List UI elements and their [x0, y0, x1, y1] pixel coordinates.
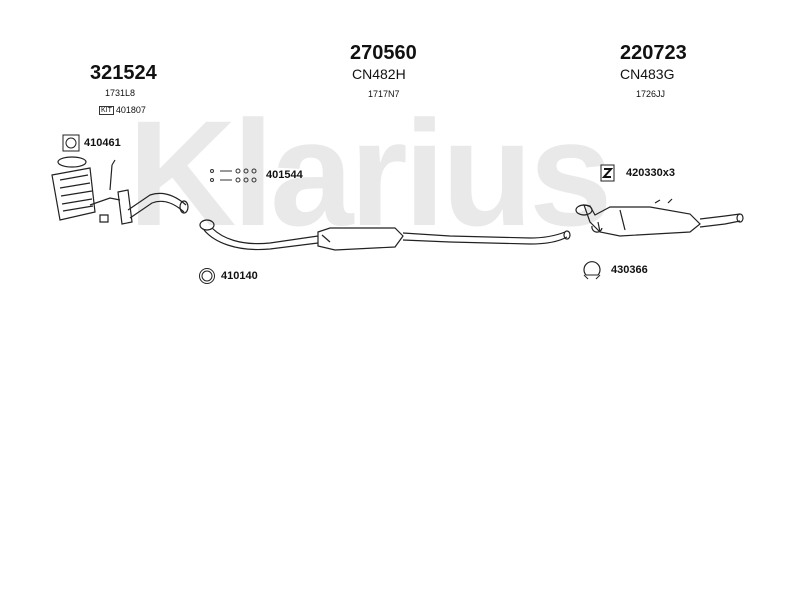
klarius-watermark: Klarius [128, 89, 613, 257]
ring-gasket-icon [199, 268, 215, 284]
part-420330x3-label: 420330x3 [626, 167, 675, 179]
rubber-mount-icon [600, 164, 615, 182]
assembly-2-code: CN482H [352, 66, 406, 82]
assembly-1-number: 321524 [90, 62, 157, 84]
part-401544-label: 401544 [266, 169, 303, 181]
assembly-3-sub-code: 1726JJ [636, 89, 666, 99]
flat-gasket-icon [62, 134, 80, 152]
assembly-2-sub-code: 1717N7 [368, 89, 400, 99]
front-pipe-middle-silencer-part [199, 219, 571, 251]
kit-box-icon: KIT [99, 106, 114, 115]
rear-silencer-part [575, 198, 744, 237]
catalytic-converter-part [51, 156, 189, 225]
assembly-2-number: 270560 [350, 42, 417, 64]
assembly-3-number: 220723 [620, 42, 687, 64]
part-430366-label: 430366 [611, 264, 648, 276]
clamp-icon [583, 261, 601, 280]
assembly-3-code: CN483G [620, 66, 675, 82]
bolt-set-icon [210, 168, 257, 183]
assembly-1-sub-code: 1731L8 [105, 88, 136, 98]
assembly-1-kit-number: 401807 [115, 105, 146, 115]
part-410461-label: 410461 [84, 137, 121, 149]
part-410140-label: 410140 [221, 270, 258, 282]
